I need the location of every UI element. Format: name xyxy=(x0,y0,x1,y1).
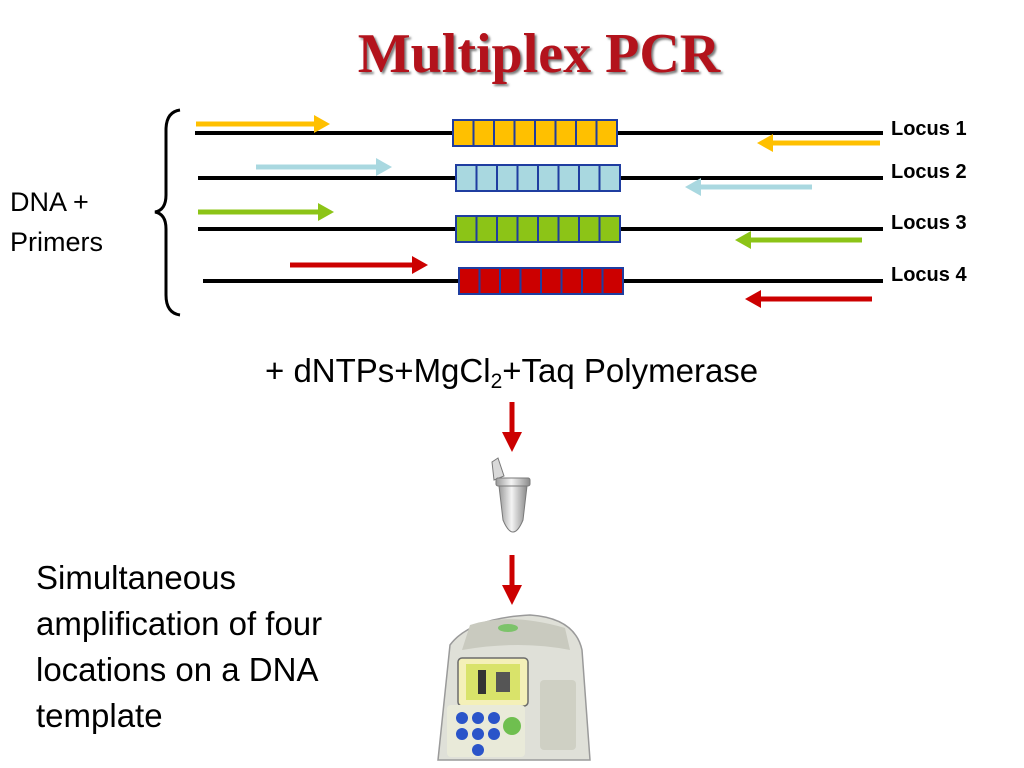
down-arrow-1 xyxy=(502,402,522,452)
reverse-primer-2-head xyxy=(685,178,701,196)
target-segment-4-3 xyxy=(499,267,522,295)
reverse-primer-2 xyxy=(685,178,812,196)
pcr-tube-icon xyxy=(491,457,531,533)
target-segment-4-6 xyxy=(560,267,583,295)
target-segment-1-6 xyxy=(554,119,577,147)
target-segment-3-3 xyxy=(496,215,519,243)
target-segment-3-1 xyxy=(455,215,478,243)
target-segment-4-2 xyxy=(478,267,501,295)
summary-line-1: Simultaneous xyxy=(36,559,236,596)
target-segment-1-1 xyxy=(452,119,475,147)
reagents-prefix: + dNTPs+MgCl xyxy=(265,352,491,389)
side-label-line-1: DNA + xyxy=(10,187,89,217)
target-segment-2-6 xyxy=(557,164,580,192)
curly-brace xyxy=(154,108,181,317)
locus-2 xyxy=(198,158,883,196)
slide-title: Multiplex PCR xyxy=(357,23,721,85)
target-segment-2-2 xyxy=(475,164,498,192)
forward-primer-3 xyxy=(198,203,334,221)
target-segment-4-4 xyxy=(519,267,542,295)
target-segment-2-3 xyxy=(496,164,519,192)
locus-2-label: Locus 2 xyxy=(891,161,967,183)
reverse-primer-4 xyxy=(745,290,872,308)
locus-1 xyxy=(195,115,883,152)
target-segment-4-5 xyxy=(540,267,563,295)
forward-primer-1-head xyxy=(314,115,330,133)
summary-line-3: locations on a DNA xyxy=(36,651,319,688)
target-segment-1-2 xyxy=(472,119,495,147)
target-segment-3-6 xyxy=(557,215,580,243)
target-segment-3-7 xyxy=(578,215,601,243)
target-segment-2-7 xyxy=(578,164,601,192)
reverse-primer-4-head xyxy=(745,290,761,308)
reverse-primer-1-head xyxy=(757,134,773,152)
side-label-line-2: Primers xyxy=(10,227,103,257)
locus-1-label: Locus 1 xyxy=(891,118,967,140)
forward-primer-2 xyxy=(256,158,392,176)
forward-primer-2-head xyxy=(376,158,392,176)
target-segment-4-7 xyxy=(581,267,604,295)
locus-4 xyxy=(203,256,883,308)
loci-group xyxy=(195,115,883,308)
reagents-suffix: +Taq Polymerase xyxy=(502,352,759,389)
target-segment-3-5 xyxy=(537,215,560,243)
target-segment-4-1 xyxy=(458,267,481,295)
reagents-subscript: 2 xyxy=(490,370,503,393)
target-segment-1-7 xyxy=(575,119,598,147)
summary-text: Simultaneous amplification of four locat… xyxy=(36,555,406,739)
forward-primer-4-head xyxy=(412,256,428,274)
target-segment-3-2 xyxy=(475,215,498,243)
target-segment-3-4 xyxy=(516,215,539,243)
reverse-primer-1 xyxy=(757,134,880,152)
target-segment-2-4 xyxy=(516,164,539,192)
target-segment-1-5 xyxy=(534,119,557,147)
summary-line-4: template xyxy=(36,697,163,734)
forward-primer-1 xyxy=(196,115,330,133)
reverse-primer-3-head xyxy=(735,231,751,249)
reverse-primer-3 xyxy=(735,231,862,249)
target-segment-4-8 xyxy=(601,267,624,295)
target-segment-1-8 xyxy=(595,119,618,147)
target-segment-3-8 xyxy=(598,215,621,243)
down-arrow-2 xyxy=(502,555,522,605)
locus-3-label: Locus 3 xyxy=(891,212,967,234)
target-segment-2-8 xyxy=(598,164,621,192)
dna-primers-label: DNA + Primers xyxy=(10,182,103,262)
thermal-cycler-icon xyxy=(437,614,591,761)
target-segment-1-4 xyxy=(513,119,536,147)
summary-line-2: amplification of four xyxy=(36,605,323,642)
target-segment-2-5 xyxy=(537,164,560,192)
target-segment-2-1 xyxy=(455,164,478,192)
locus-3 xyxy=(198,203,883,249)
reagents-text: + dNTPs+MgCl2+Taq Polymerase xyxy=(265,352,758,394)
forward-primer-3-head xyxy=(318,203,334,221)
locus-4-label: Locus 4 xyxy=(891,264,967,286)
forward-primer-4 xyxy=(290,256,428,274)
target-segment-1-3 xyxy=(493,119,516,147)
